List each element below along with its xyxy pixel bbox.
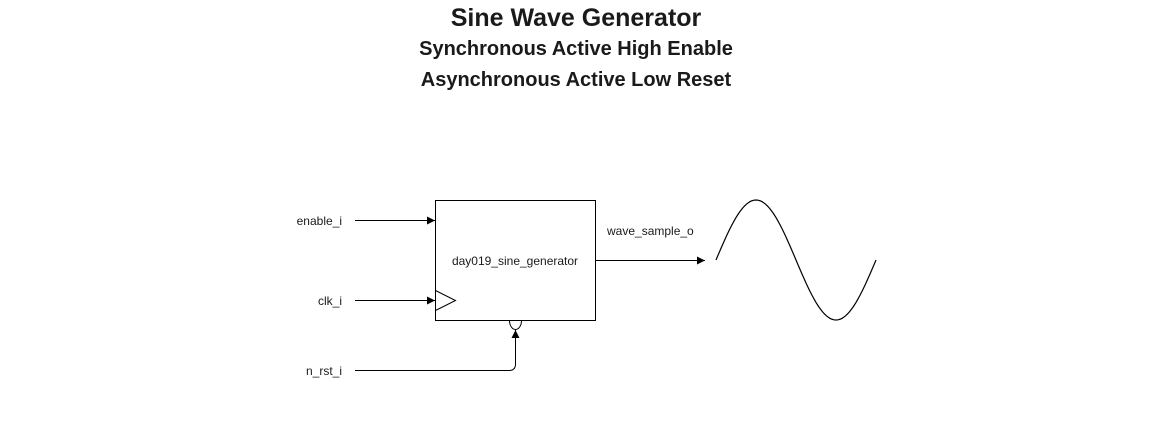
enable-input-label: enable_i [297,214,342,228]
reset-description: Asynchronous Active Low Reset [420,69,732,91]
reset-input-arrow [355,330,520,371]
enable-description: Synchronous Active High Enable [419,38,733,60]
wave-output-label: wave_sample_o [606,224,694,238]
clock-input-label: clk_i [318,294,342,308]
sine-wave-icon [715,199,877,321]
reset-input-label: n_rst_i [306,364,342,378]
module-name: day019_sine_generator [452,254,578,268]
diagram-title: Sine Wave Generator [450,4,702,32]
module-block [435,200,596,321]
inverted-bubble-icon [509,320,522,330]
clock-triangle-icon [435,290,457,311]
